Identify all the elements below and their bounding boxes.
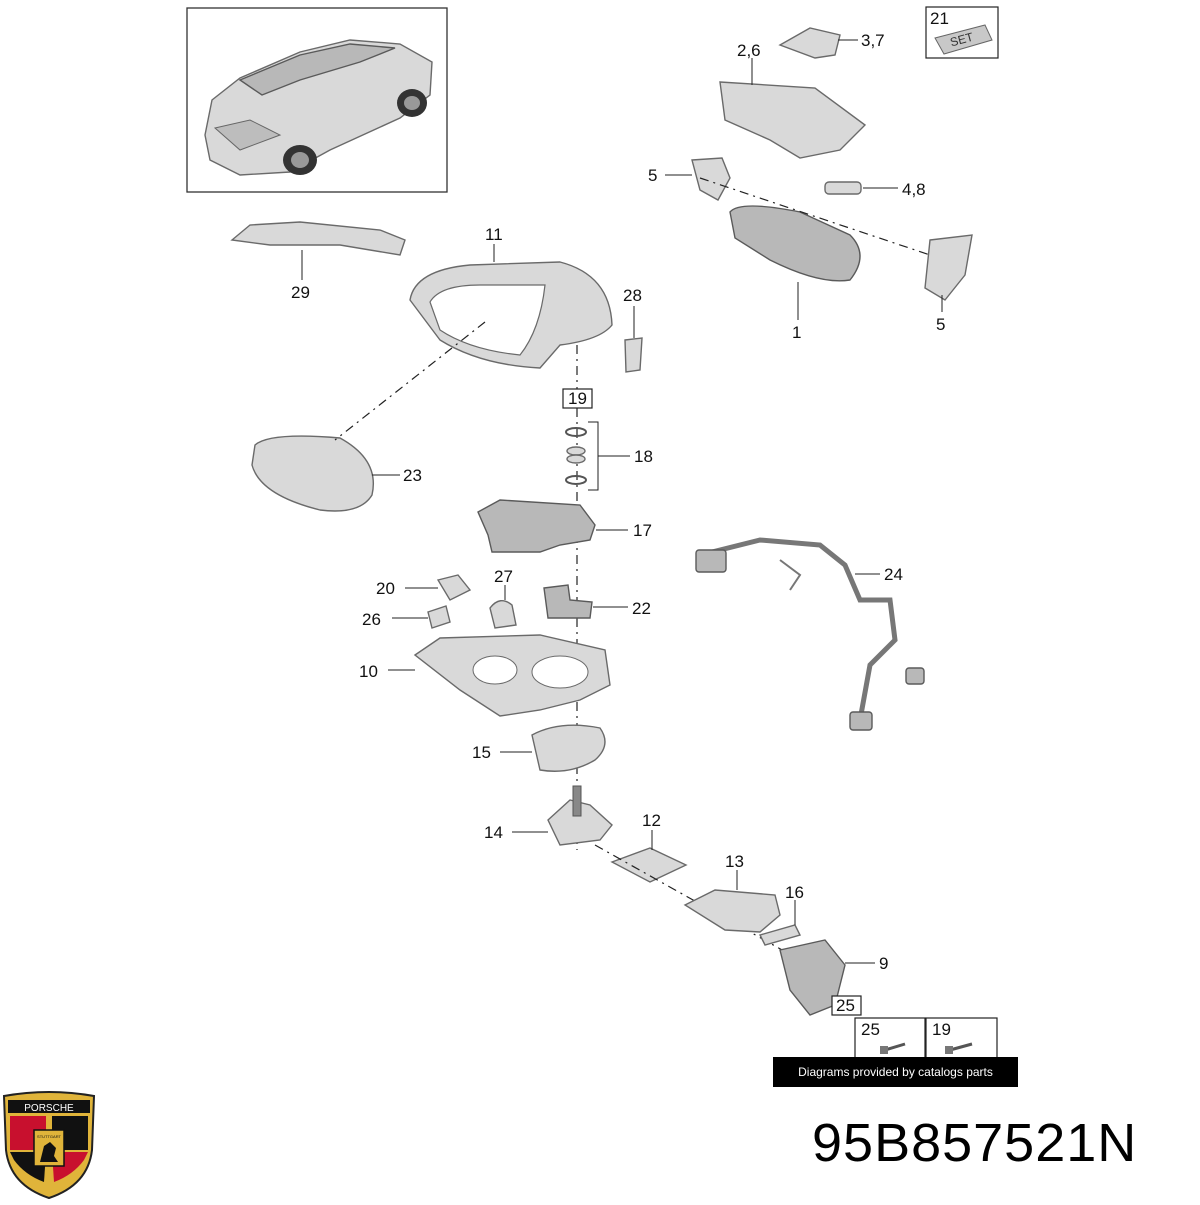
label-17: 17 (633, 521, 652, 540)
part-15 (531, 724, 606, 772)
part-28 (624, 337, 643, 373)
label-5-lower: 5 (936, 315, 945, 334)
part-26 (427, 605, 451, 629)
part-27 (489, 600, 517, 629)
label-29: 29 (291, 283, 310, 302)
diagram-credit-banner: Diagrams provided by catalogs parts (773, 1057, 1018, 1087)
part-2-6 (719, 81, 867, 159)
part-16 (758, 924, 802, 946)
part-number: 95B857521N (812, 1113, 1138, 1173)
label-19: 19 (568, 389, 587, 408)
label-14: 14 (484, 823, 503, 842)
part-17 (477, 499, 596, 553)
label-1: 1 (792, 323, 801, 342)
label-10: 10 (359, 662, 378, 681)
part-3-7 (778, 27, 841, 59)
set-tag: SET (949, 30, 976, 50)
label-28: 28 (623, 286, 642, 305)
vehicle-thumbnail (186, 7, 448, 193)
label-12: 12 (642, 811, 661, 830)
part-5-upper (691, 157, 731, 201)
part-23 (251, 435, 374, 512)
porsche-crest-logo: PORSCHE STUTTGART (0, 1090, 98, 1200)
part-22 (543, 584, 593, 619)
part-14 (547, 799, 613, 846)
logo-city-text: STUTTGART (37, 1134, 61, 1139)
logo-brand-text: PORSCHE (24, 1103, 74, 1114)
part-20 (436, 574, 472, 601)
label-18: 18 (634, 447, 653, 466)
label-13: 13 (725, 852, 744, 871)
legend-label-19: 19 (932, 1020, 951, 1039)
label-20: 20 (376, 579, 395, 598)
label-27: 27 (494, 567, 513, 586)
label-21: 21 (930, 9, 949, 28)
part-12 (610, 847, 688, 883)
label-11: 11 (485, 225, 503, 244)
part-18 (565, 427, 587, 485)
label-25: 25 (836, 996, 855, 1015)
label-26: 26 (362, 610, 381, 629)
label-4-8: 4,8 (902, 180, 926, 199)
set-kit-box: 21 SET (925, 6, 999, 59)
label-23: 23 (403, 466, 422, 485)
legend-label-25: 25 (861, 1020, 880, 1039)
label-16: 16 (785, 883, 804, 902)
label-24: 24 (884, 565, 903, 584)
screw-legend: 25 19 (854, 1017, 998, 1059)
part-4-8 (824, 181, 862, 195)
label-2-6: 2,6 (737, 41, 761, 60)
label-5-upper: 5 (648, 166, 657, 185)
part-13 (683, 889, 781, 933)
part-5-lower (924, 234, 973, 301)
part-1 (729, 205, 861, 282)
part-24 (695, 537, 925, 731)
label-22: 22 (632, 599, 651, 618)
part-29 (230, 221, 406, 256)
label-3-7: 3,7 (861, 31, 885, 50)
label-9: 9 (879, 954, 888, 973)
label-15: 15 (472, 743, 491, 762)
